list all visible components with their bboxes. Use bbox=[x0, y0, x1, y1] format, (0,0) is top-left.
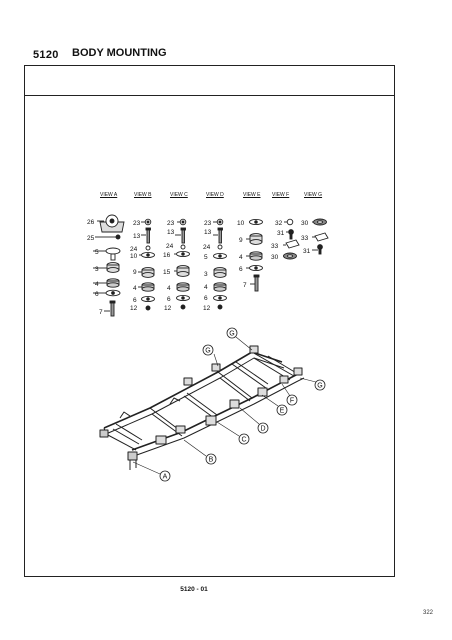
part-label: 9 bbox=[133, 269, 137, 276]
part-label: 6 bbox=[204, 295, 208, 302]
callout-circle-d bbox=[257, 422, 269, 434]
callout-circle-g-left bbox=[202, 344, 214, 356]
callout-letter-c: C bbox=[241, 437, 246, 444]
part-label: 33 bbox=[301, 235, 309, 242]
section-code: 5120 bbox=[33, 49, 59, 61]
part-label: 4 bbox=[239, 254, 243, 261]
view-a-label: VIEW A bbox=[100, 192, 118, 198]
part-number-labels: 26 25 5 3 4 6 7 23 13 24 10 9 4 6 12 23 … bbox=[87, 219, 311, 316]
part-label: 33 bbox=[271, 243, 279, 250]
part-label: 4 bbox=[133, 285, 137, 292]
part-label: 13 bbox=[167, 229, 175, 236]
page-title: BODY MOUNTING bbox=[72, 47, 167, 59]
view-g-label: VIEW G bbox=[304, 192, 323, 198]
callout-leaders bbox=[132, 336, 317, 475]
frame-divider bbox=[24, 95, 395, 96]
part-label: 12 bbox=[203, 305, 211, 312]
view-c-label: VIEW C bbox=[170, 192, 188, 198]
view-e-label: VIEW E bbox=[243, 192, 261, 198]
part-label: 10 bbox=[130, 253, 138, 260]
callout-circle-f bbox=[286, 394, 298, 406]
part-label: 24 bbox=[203, 244, 211, 251]
callout-letter-g: G bbox=[229, 331, 234, 338]
part-label: 24 bbox=[130, 246, 138, 253]
callout-letter-g: G bbox=[317, 383, 322, 390]
part-label: 6 bbox=[95, 291, 99, 298]
part-label: 5 bbox=[95, 249, 99, 256]
part-label: 16 bbox=[163, 252, 171, 259]
part-label: 6 bbox=[133, 297, 137, 304]
part-label: 30 bbox=[301, 220, 309, 227]
part-label: 30 bbox=[271, 254, 279, 261]
view-d-label: VIEW D bbox=[206, 192, 224, 198]
part-label: 12 bbox=[130, 305, 138, 312]
part-label: 24 bbox=[166, 243, 174, 250]
view-b-label: VIEW B bbox=[134, 192, 152, 198]
callout-circle-c bbox=[238, 433, 250, 445]
diagram-frame bbox=[24, 65, 395, 577]
callout-markers: A B C D E F G G G bbox=[159, 327, 326, 482]
callout-letter-g: G bbox=[205, 348, 210, 355]
part-label: 9 bbox=[239, 237, 243, 244]
part-label: 10 bbox=[237, 220, 245, 227]
callout-letter-e: E bbox=[280, 408, 285, 415]
part-label: 4 bbox=[95, 281, 99, 288]
part-label: 31 bbox=[277, 230, 285, 237]
part-label: 15 bbox=[163, 269, 171, 276]
part-label: 26 bbox=[87, 219, 95, 226]
part-label: 23 bbox=[133, 220, 141, 227]
part-label: 4 bbox=[167, 285, 171, 292]
callout-circle-g-top bbox=[226, 327, 238, 339]
part-label: 23 bbox=[167, 220, 175, 227]
page-footer: 5120 - 01 bbox=[180, 586, 208, 593]
part-label: 23 bbox=[204, 220, 212, 227]
callout-letter-d: D bbox=[260, 426, 265, 433]
part-label: 5 bbox=[204, 254, 208, 261]
view-f-label: VIEW F bbox=[272, 192, 290, 198]
part-label: 25 bbox=[87, 235, 95, 242]
callout-letter-a: A bbox=[163, 474, 168, 481]
part-label: 12 bbox=[164, 305, 172, 312]
part-label: 3 bbox=[204, 271, 208, 278]
part-label: 13 bbox=[204, 229, 212, 236]
part-label: 7 bbox=[99, 309, 103, 316]
part-label: 13 bbox=[133, 233, 141, 240]
page-number: 322 bbox=[422, 610, 433, 616]
part-label: 6 bbox=[167, 296, 171, 303]
callout-circle-e bbox=[276, 404, 288, 416]
part-label: 31 bbox=[303, 248, 311, 255]
callout-letter-b: B bbox=[209, 457, 214, 464]
exploded-parts bbox=[93, 214, 329, 317]
chassis-frame bbox=[99, 345, 305, 470]
part-label: 3 bbox=[95, 266, 99, 273]
callout-letter-f: F bbox=[290, 398, 294, 405]
callout-circle-g-right bbox=[314, 379, 326, 391]
part-label: 32 bbox=[275, 220, 283, 227]
callout-circle-b bbox=[205, 453, 217, 465]
callout-circle-a bbox=[159, 470, 171, 482]
part-label: 7 bbox=[243, 282, 247, 289]
part-label: 6 bbox=[239, 266, 243, 273]
part-label: 4 bbox=[204, 284, 208, 291]
